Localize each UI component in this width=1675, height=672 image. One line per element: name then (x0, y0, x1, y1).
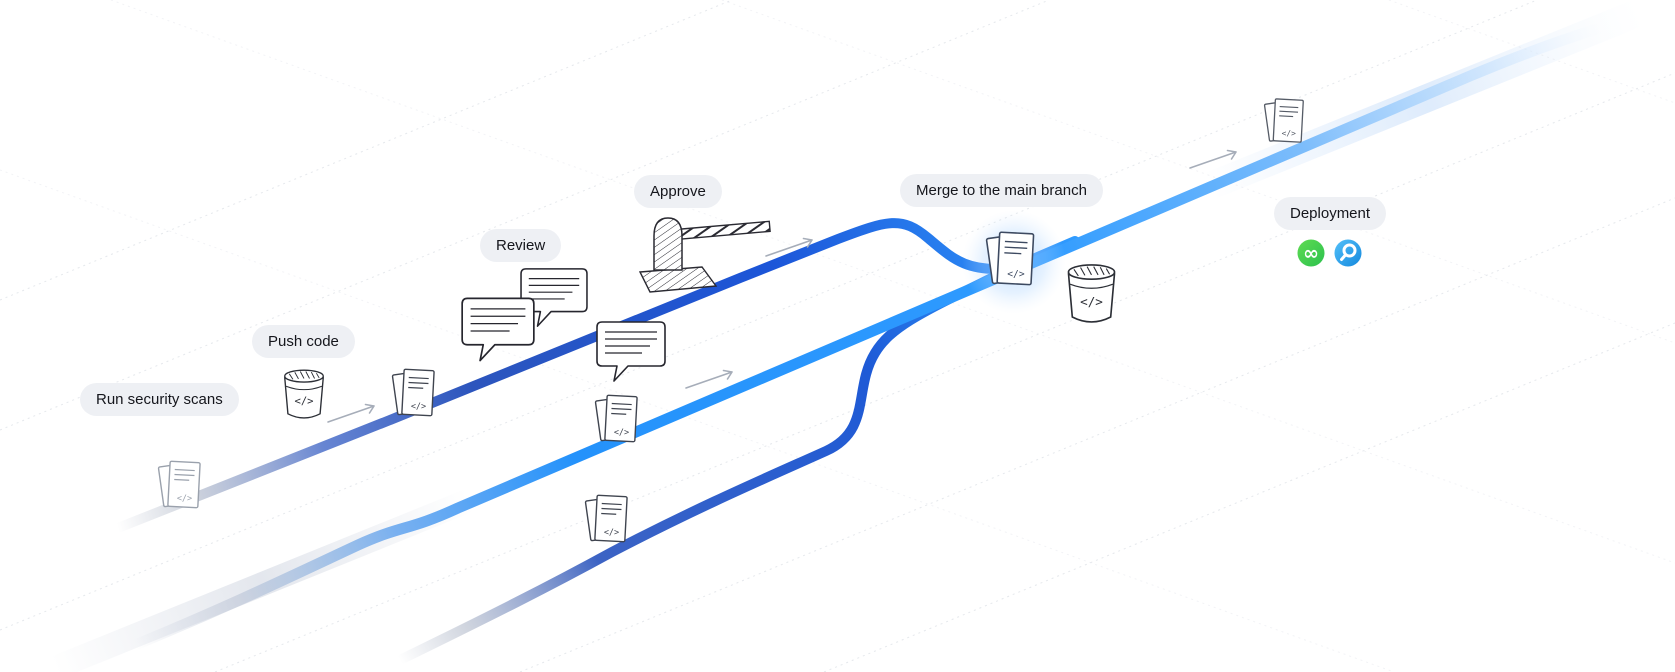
svg-text:</>: </> (604, 528, 619, 538)
step-label-run-security-scans: Run security scans (80, 383, 239, 416)
step-label-deployment: Deployment (1274, 197, 1387, 230)
arrow-icon (1189, 149, 1237, 169)
svg-text:</>: </> (1080, 294, 1103, 309)
step-label-review: Review (480, 229, 562, 262)
code-bin-icon: </> (1067, 264, 1116, 323)
code-file-icon: </> (584, 494, 628, 543)
pipelines-icon: ∞ (1297, 239, 1325, 267)
arrow-icon (765, 237, 813, 257)
step-label-merge: Merge to the main branch (900, 174, 1103, 207)
boom-barrier-icon (638, 217, 771, 293)
speech-bubble-icon (461, 297, 535, 362)
arrow-icon (685, 369, 733, 389)
code-file-icon: </> (1263, 98, 1304, 143)
code-bin-icon: </> (284, 369, 324, 419)
svg-text:</>: </> (614, 428, 629, 438)
feature-branch-line (113, 218, 1080, 533)
code-file-icon: </> (391, 368, 435, 417)
step-label-approve: Approve (634, 175, 722, 208)
code-file-icon: </> (157, 460, 201, 509)
svg-text:</>: </> (411, 402, 426, 412)
svg-text:</>: </> (294, 396, 313, 408)
svg-text:</>: </> (1007, 269, 1025, 280)
step-label-push-code: Push code (252, 325, 355, 358)
arrow-icon (327, 403, 375, 423)
second-branch-line (395, 259, 1025, 665)
svg-text:</>: </> (1282, 129, 1297, 138)
svg-text:</>: </> (177, 494, 192, 504)
svg-text:∞: ∞ (1303, 243, 1319, 265)
inspections-icon (1334, 239, 1362, 267)
main-branch-line (129, 22, 1606, 651)
code-file-icon: </> (594, 394, 638, 443)
speech-bubble-icon (596, 321, 666, 382)
merge-commit-file-icon: </> (985, 231, 1035, 286)
